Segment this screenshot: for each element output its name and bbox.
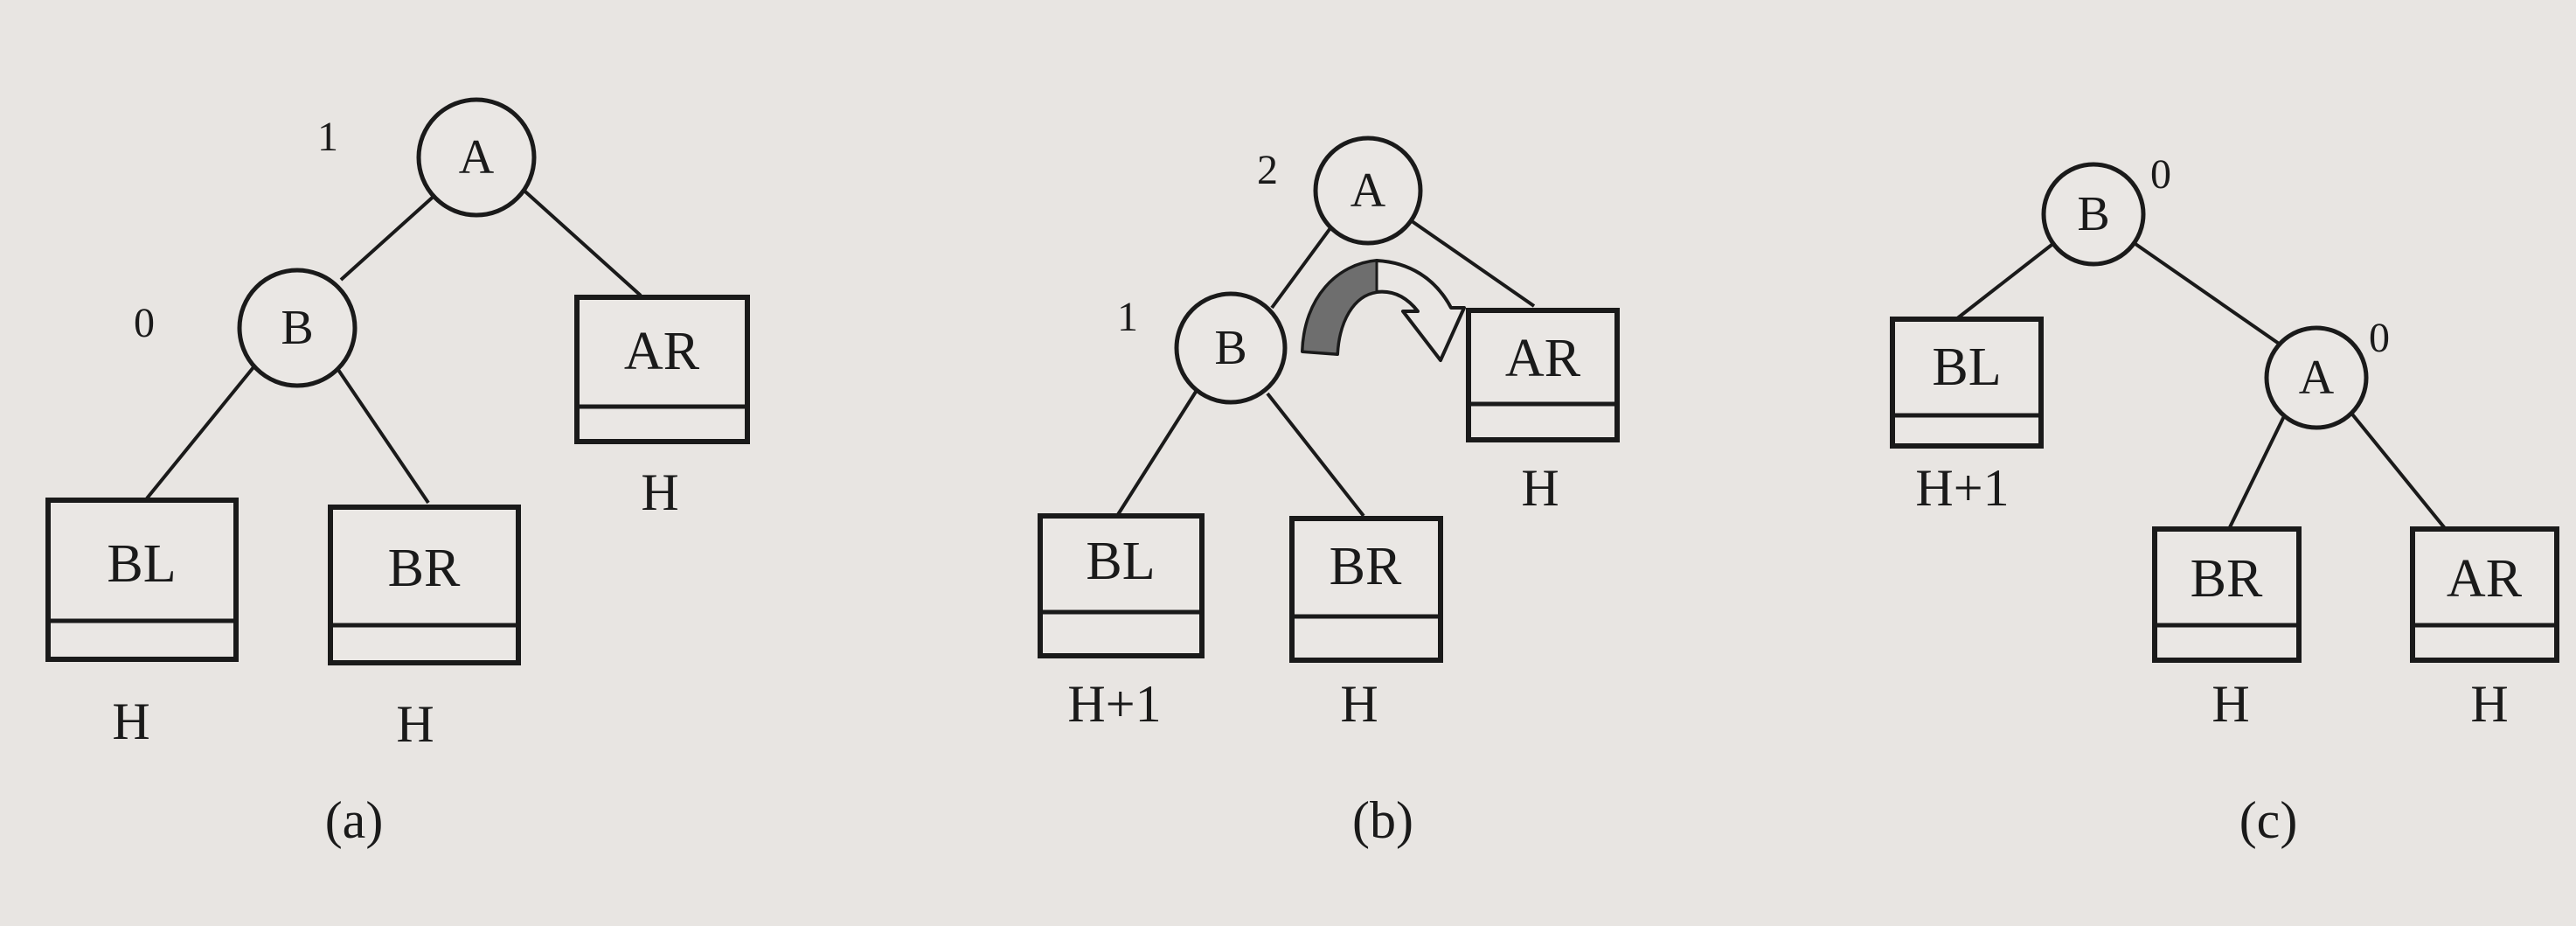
balance-factor: 0 [134, 300, 155, 346]
subtree-height: H [2470, 675, 2508, 733]
panel-caption: (a) [325, 791, 384, 849]
subtree-bl: BL H+1 [1038, 513, 1205, 733]
node-a: A 2 [1257, 136, 1423, 246]
subtree-height: H [396, 695, 434, 753]
balance-factor: 0 [2369, 315, 2390, 361]
edge-b-to-a [2122, 234, 2283, 347]
node-label: A [1350, 164, 1386, 218]
node-b: B 0 [134, 268, 358, 388]
subtree-height: H+1 [1915, 459, 2009, 517]
edge-b-to-bl [1955, 234, 2065, 321]
edge-b-to-br [1266, 392, 1365, 518]
node-a: A 1 [317, 97, 537, 218]
subtree-br: BR H [1289, 516, 1443, 733]
balance-factor: 1 [1117, 294, 1138, 340]
node-label: B [281, 301, 313, 355]
edge-b-to-bl [1115, 390, 1198, 518]
panel-a: A 1 B 0 BL H BR H AR H (a) [45, 97, 750, 849]
node-label: A [459, 130, 495, 185]
node-label: B [1214, 321, 1246, 375]
panel-caption: (b) [1352, 791, 1413, 849]
balance-factor: 2 [1257, 147, 1278, 193]
balance-factor: 0 [2150, 151, 2171, 198]
subtree-label: AR [624, 322, 700, 381]
subtree-label: BL [107, 534, 176, 594]
subtree-label: AR [2447, 549, 2523, 609]
subtree-br: BR H [2152, 526, 2302, 733]
panel-b: A 2 B 1 BL H+1 BR H AR H ( [1038, 136, 1620, 849]
node-b: B 0 [2041, 151, 2171, 267]
subtree-label: AR [1505, 329, 1581, 388]
panel-c: B 0 A 0 BL H+1 BR H AR H ( [1890, 151, 2559, 849]
subtree-label: BL [1086, 532, 1155, 591]
panel-caption: (c) [2239, 791, 2298, 849]
subtree-height: H [2211, 675, 2249, 733]
node-a: A 0 [2264, 315, 2390, 430]
subtree-label: BR [388, 539, 461, 598]
edge-b-to-br [335, 366, 430, 505]
subtree-label: BR [1330, 537, 1402, 596]
edge-a-to-ar [1404, 215, 1536, 308]
subtree-height: H [641, 463, 678, 521]
subtree-bl: BL H [45, 498, 239, 750]
subtree-height: H [112, 693, 149, 750]
edge-a-to-b [1270, 217, 1339, 310]
edge-a-to-b [339, 184, 448, 282]
subtree-ar: AR H [1466, 308, 1620, 517]
subtree-height: H+1 [1067, 675, 1161, 733]
node-b: B 1 [1117, 291, 1288, 405]
subtree-label: BL [1932, 338, 2001, 397]
rotate-right-icon [1301, 259, 1466, 362]
edge-a-to-ar [517, 184, 642, 297]
subtree-height: H [1521, 459, 1559, 517]
subtree-br: BR H [328, 505, 521, 753]
edge-b-to-bl [145, 366, 255, 500]
subtree-bl: BL H+1 [1890, 317, 2044, 517]
subtree-height: H [1340, 675, 1378, 733]
edge-a-to-br [2227, 412, 2288, 530]
subtree-ar: AR H [574, 295, 750, 521]
balance-factor: 1 [317, 114, 338, 160]
subtree-ar: AR H [2410, 526, 2559, 733]
subtree-label: BR [2191, 549, 2263, 609]
node-label: B [2077, 187, 2109, 241]
node-label: A [2299, 351, 2335, 405]
